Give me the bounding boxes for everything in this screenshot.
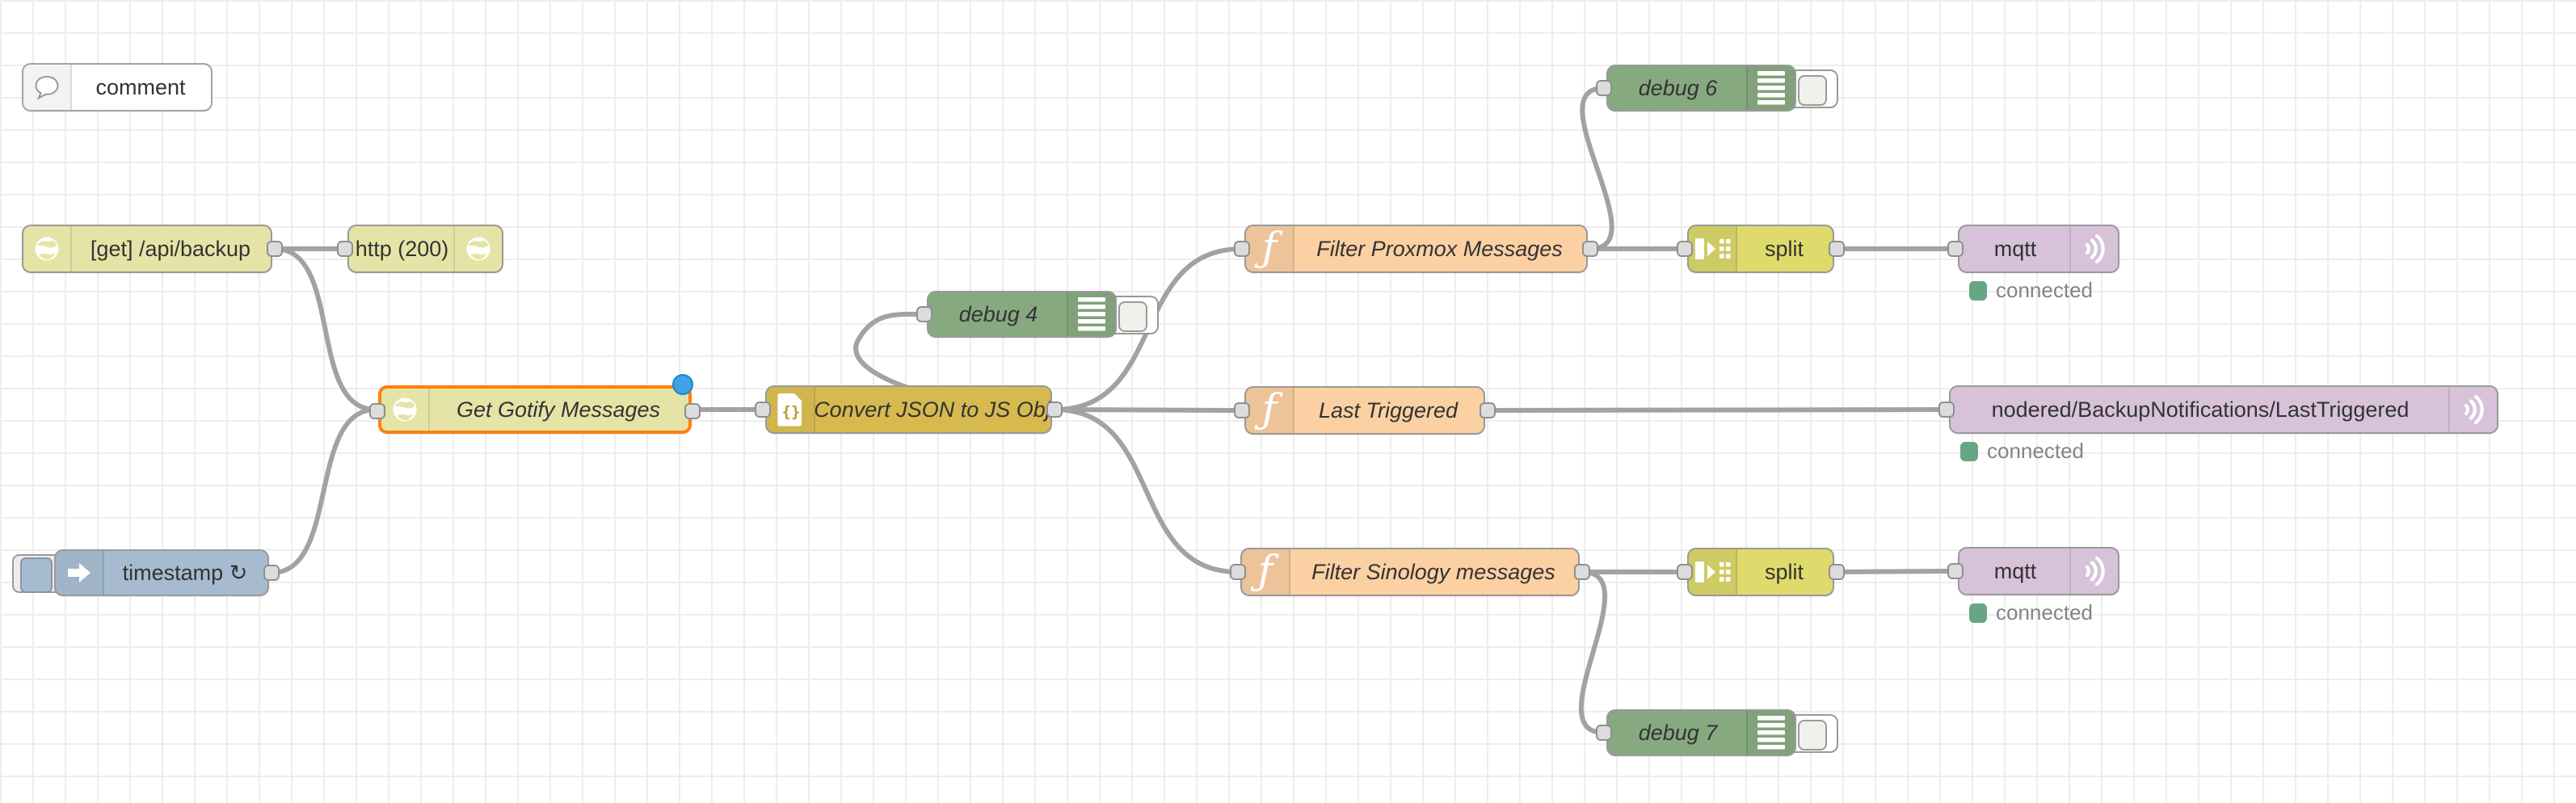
inject-button-pad[interactable]	[20, 557, 53, 593]
node-split-2[interactable]: split	[1677, 548, 1845, 596]
output-port[interactable]	[1582, 241, 1598, 257]
status-badge: connected	[1960, 439, 2084, 464]
node-debug-7[interactable]: debug 7	[1596, 709, 1796, 756]
globe-icon	[453, 226, 502, 271]
node-label: split	[1764, 236, 1804, 261]
node-label: Filter Sinology messages	[1311, 559, 1555, 584]
wire-func-sinology-to-debug-7[interactable]	[1578, 570, 1608, 735]
node-http-request[interactable]: Get Gotify Messages	[369, 374, 701, 434]
status-text: connected	[1996, 278, 2093, 302]
node-debug-6[interactable]: debug 6	[1596, 65, 1796, 111]
input-port[interactable]	[1677, 241, 1693, 257]
changed-indicator	[672, 374, 693, 395]
output-port[interactable]	[1574, 564, 1590, 580]
input-port[interactable]	[369, 403, 385, 419]
node-mqtt-last-triggered[interactable]: nodered/BackupNotifications/LastTriggere…	[1938, 385, 2498, 434]
node-func-proxmox[interactable]: ƒ Filter Proxmox Messages	[1234, 225, 1598, 273]
input-port[interactable]	[337, 241, 353, 257]
node-debug-4[interactable]: debug 4	[916, 291, 1117, 338]
output-port[interactable]	[684, 403, 701, 419]
input-port[interactable]	[1947, 563, 1964, 579]
wire-json-to-func-sinology[interactable]	[1052, 407, 1240, 574]
split-icon	[1689, 226, 1737, 271]
output-port[interactable]	[263, 565, 280, 581]
svg-text:{}: {}	[782, 403, 801, 421]
node-label: mqtt	[1993, 558, 2037, 583]
node-mqtt-2[interactable]: mqtt	[1947, 547, 2119, 595]
wire-http-in-to-http-request[interactable]	[272, 246, 378, 412]
wifi-icon	[2069, 549, 2118, 594]
input-port[interactable]	[1947, 241, 1964, 257]
output-port[interactable]	[1829, 241, 1845, 257]
input-port[interactable]	[1596, 80, 1612, 96]
debug-list-icon	[1746, 711, 1795, 755]
input-port[interactable]	[1230, 564, 1246, 580]
status-badge: connected	[1969, 278, 2093, 303]
wifi-icon	[2448, 387, 2497, 432]
node-label: Last Triggered	[1318, 397, 1458, 423]
node-func-sinology[interactable]: ƒ Filter Sinology messages	[1230, 548, 1590, 596]
debug-list-icon	[1746, 66, 1795, 110]
debug-toggle-pad[interactable]	[1798, 720, 1827, 750]
input-port[interactable]	[916, 306, 932, 322]
debug-toggle-pad[interactable]	[1118, 301, 1147, 332]
function-icon: ƒ	[1246, 388, 1294, 433]
node-label: [get] /api/backup	[90, 236, 251, 261]
wire-func-proxmox-to-debug-6[interactable]	[1580, 86, 1614, 251]
node-label: mqtt	[1993, 236, 2037, 261]
input-port[interactable]	[1596, 725, 1612, 741]
node-label: timestamp ↻	[122, 560, 248, 585]
debug-list-icon	[1067, 292, 1115, 336]
node-comment[interactable]: comment	[22, 63, 213, 111]
function-icon: ƒ	[1242, 549, 1290, 595]
node-label: split	[1764, 559, 1804, 584]
output-port[interactable]	[1829, 564, 1845, 580]
input-port[interactable]	[1234, 241, 1250, 257]
node-label: http (200)	[355, 236, 449, 261]
node-label: Convert JSON to JS Obj	[814, 397, 1050, 422]
function-icon: ƒ	[1246, 226, 1294, 271]
globe-icon	[23, 226, 72, 271]
status-text: connected	[1996, 600, 2093, 624]
input-port[interactable]	[755, 402, 771, 418]
node-label: debug 7	[1638, 720, 1718, 745]
node-label: nodered/BackupNotifications/LastTriggere…	[1991, 397, 2410, 422]
comment-icon	[23, 65, 72, 110]
wifi-icon	[2069, 226, 2118, 271]
node-split-1[interactable]: split	[1677, 225, 1845, 273]
input-port[interactable]	[1938, 402, 1955, 418]
split-icon	[1689, 549, 1737, 595]
status-connected-icon	[1960, 441, 1978, 461]
status-connected-icon	[1969, 603, 1987, 623]
status-connected-icon	[1969, 280, 1987, 301]
input-port[interactable]	[1677, 564, 1693, 580]
debug-toggle-pad[interactable]	[1798, 75, 1827, 106]
json-file-icon: {}	[767, 387, 815, 432]
node-http-in[interactable]: [get] /api/backup	[22, 225, 283, 273]
node-label: comment	[95, 74, 186, 99]
status-badge: connected	[1969, 600, 2093, 625]
node-label: Get Gotify Messages	[456, 397, 661, 422]
output-port[interactable]	[1046, 402, 1063, 418]
wire-inject-to-http-request[interactable]	[269, 407, 378, 575]
node-http-response[interactable]: http (200)	[337, 225, 503, 273]
output-port[interactable]	[267, 241, 283, 257]
node-func-last-triggered[interactable]: ƒ Last Triggered	[1234, 386, 1496, 435]
wire-split-2-to-mqtt-2[interactable]	[1834, 569, 1958, 574]
node-label: Filter Proxmox Messages	[1316, 236, 1563, 261]
status-text: connected	[1987, 439, 2084, 463]
globe-icon	[381, 389, 430, 431]
input-port[interactable]	[1234, 402, 1250, 418]
node-label: debug 4	[958, 301, 1038, 326]
node-json[interactable]: {} Convert JSON to JS Obj	[755, 385, 1063, 434]
output-port[interactable]	[1480, 402, 1496, 418]
node-mqtt-1[interactable]: mqtt	[1947, 225, 2119, 273]
node-label: debug 6	[1638, 75, 1718, 100]
inject-arrow-icon	[56, 551, 104, 595]
node-inject[interactable]: timestamp ↻	[54, 549, 280, 596]
